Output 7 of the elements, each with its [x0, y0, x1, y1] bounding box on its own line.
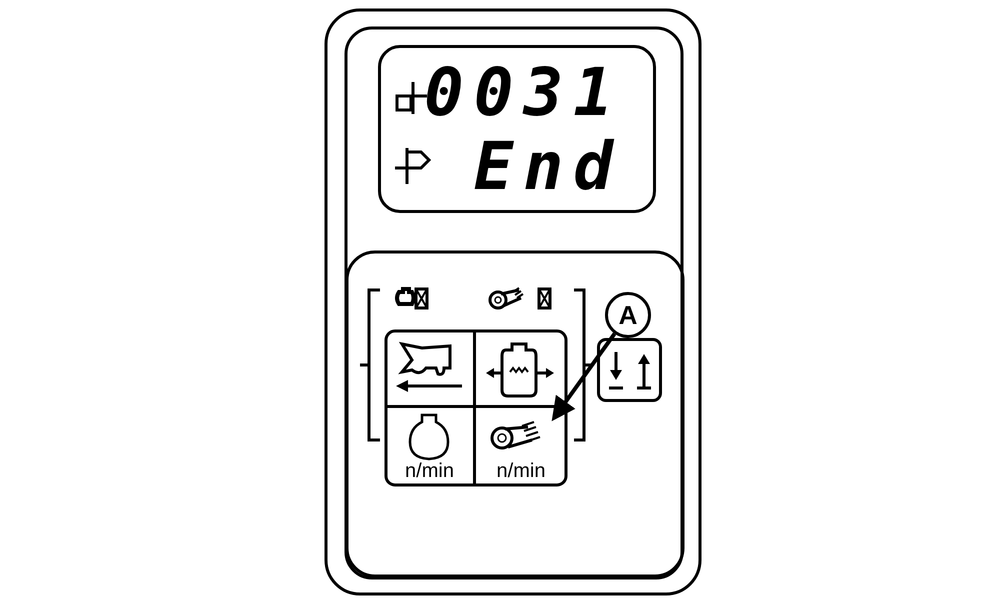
leader-arrow [552, 332, 616, 422]
callout-letter: A [605, 292, 651, 338]
lcd-display [378, 45, 656, 213]
display-message: End [474, 134, 623, 200]
unit-text: n/min [404, 461, 455, 481]
unit-text: n/min [496, 461, 546, 481]
display-counter: 0031 [424, 60, 623, 126]
